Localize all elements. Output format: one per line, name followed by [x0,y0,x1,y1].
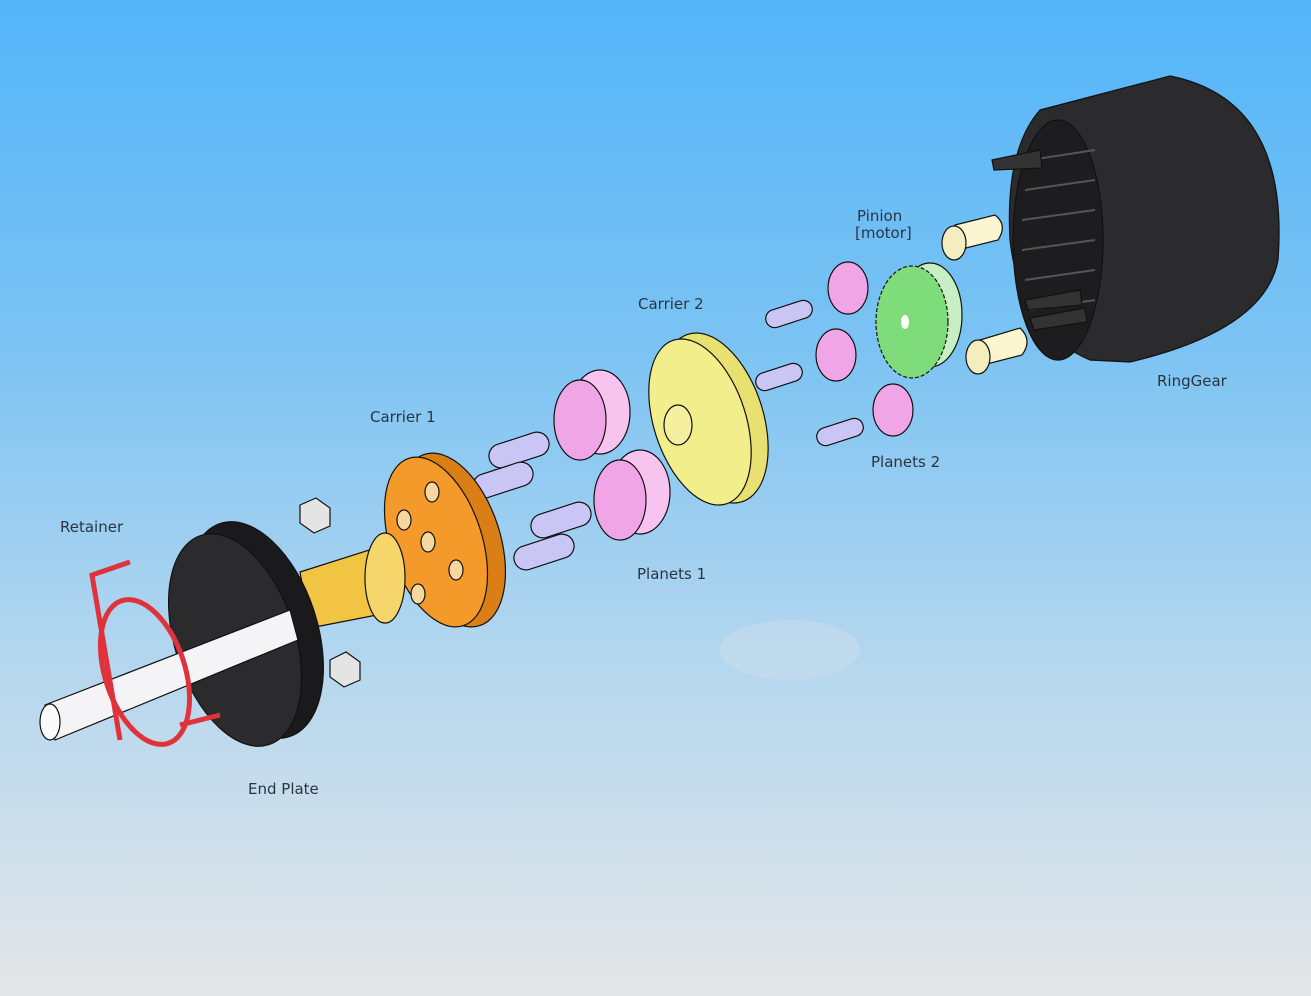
label-carrier-2: Carrier 2 [638,295,704,313]
ring-gear [991,75,1280,363]
planets-2 [815,261,914,437]
label-pinion: Pinion [motor] [855,207,912,242]
label-ring-gear: RingGear [1157,372,1227,390]
output-shaft [39,609,299,741]
screws [941,214,1028,375]
pins-2 [755,299,864,447]
retainer [89,559,221,747]
pinion-gear [875,262,963,379]
label-end-plate: End Plate [248,780,319,798]
label-pinion-line2: [motor] [855,224,912,242]
nuts [299,497,361,688]
output-hub [299,532,406,629]
label-pinion-line1: Pinion [857,207,903,225]
label-planets-2: Planets 2 [871,453,941,471]
planets-1 [553,369,671,541]
label-carrier-1: Carrier 1 [370,408,436,426]
label-retainer: Retainer [60,518,124,536]
pins-1 [472,431,592,571]
label-planets-1: Planets 1 [637,565,707,583]
carrier-2 [648,332,769,506]
watermark [720,620,860,680]
